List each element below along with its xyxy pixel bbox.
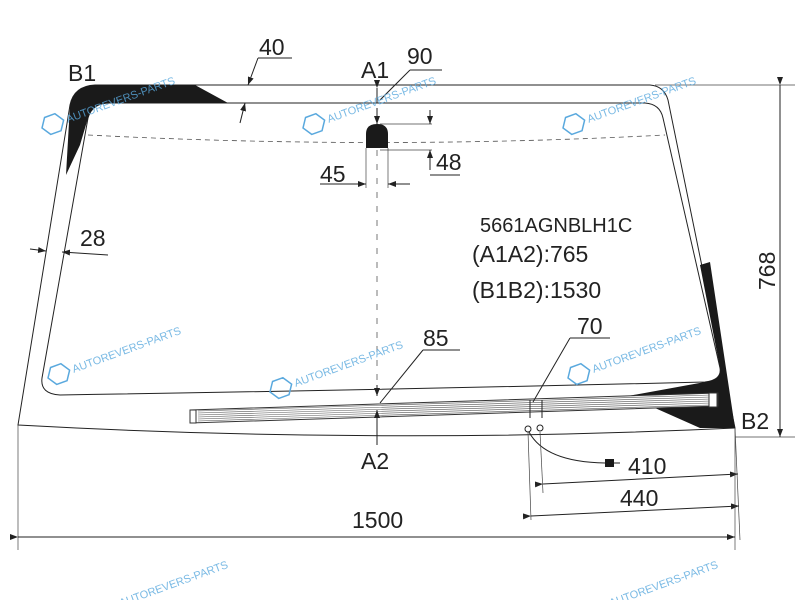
connector-wire — [528, 431, 606, 464]
watermark-text: AUTOREVERS-PARTS — [586, 75, 698, 126]
label-b1: B1 — [68, 60, 96, 86]
dim-1500: 1500 — [352, 507, 403, 533]
heating-element — [189, 392, 719, 424]
watermark-text: AUTOREVERS-PARTS — [71, 325, 183, 376]
watermark-text: AUTOREVERS-PARTS — [118, 559, 230, 600]
dim-28: 28 — [80, 225, 106, 251]
inner-edge — [41, 102, 721, 396]
dim-90: 90 — [407, 43, 433, 69]
dim-48: 48 — [436, 149, 462, 175]
black-band-b2 — [628, 262, 735, 428]
b1b2-diagonal: (B1B2):1530 — [472, 277, 601, 303]
dim-410: 410 — [628, 453, 666, 479]
plug-icon — [605, 459, 614, 467]
watermark-text: AUTOREVERS-PARTS — [608, 559, 720, 600]
dim-45: 45 — [320, 161, 346, 187]
dim-85: 85 — [423, 325, 449, 351]
part-code: 5661AGNBLH1C — [480, 215, 632, 237]
watermark-text: AUTOREVERS-PARTS — [591, 325, 703, 376]
black-band-b1 — [66, 85, 228, 175]
dim-40: 40 — [259, 34, 285, 60]
dim-70: 70 — [577, 313, 603, 339]
label-a1: A1 — [361, 57, 389, 83]
a1a2-height: (A1A2):765 — [472, 241, 588, 267]
label-b2: B2 — [741, 408, 769, 434]
sensor-pad — [366, 124, 388, 148]
dim-440: 440 — [620, 485, 658, 511]
watermark-text: AUTOREVERS-PARTS — [293, 339, 405, 390]
label-a2: A2 — [361, 448, 389, 474]
dim-768: 768 — [754, 252, 780, 290]
